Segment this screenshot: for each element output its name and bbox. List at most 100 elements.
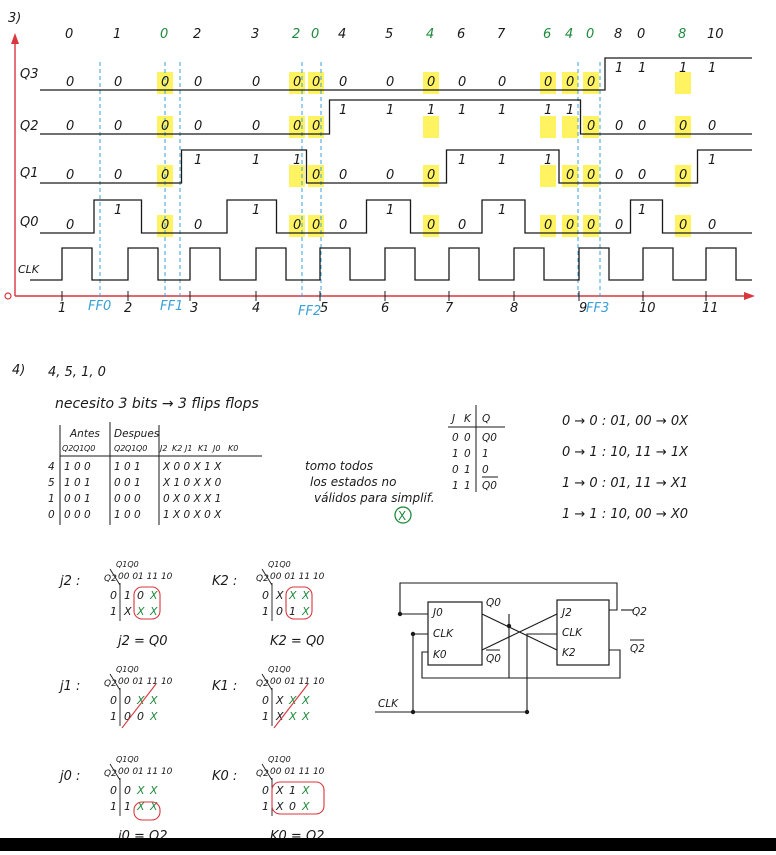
signal-value-q3: 0	[386, 75, 394, 90]
kmap-cell: X	[136, 605, 145, 618]
signal-value-q1: 0	[638, 168, 646, 183]
kmap-result: j2 = Q0	[116, 634, 168, 649]
state-value: 4	[565, 27, 573, 42]
highlight-mark	[675, 215, 691, 237]
signal-value-q1: 0	[679, 168, 687, 183]
table-col-head: K1	[198, 444, 208, 453]
kmap-cell: 1	[124, 589, 131, 602]
table-row-index: 1	[48, 493, 55, 505]
state-value: 8	[614, 27, 622, 42]
kmap-cell: X	[288, 710, 297, 723]
ff-guide-lines	[99, 62, 601, 298]
kmap-row-var: Q2	[256, 574, 269, 584]
signal-value-q3: 0	[293, 75, 301, 90]
signal-label-q0: Q0	[20, 215, 39, 230]
signal-value-q0: 1	[638, 203, 646, 218]
kmap-cell: X	[275, 694, 284, 707]
signal-value-q2: 0	[312, 119, 320, 134]
design-section: 4) 4, 5, 1, 0 necesito 3 bits → 3 flips …	[12, 363, 689, 844]
jk-cell: 0	[452, 464, 459, 476]
kmap-cell: X	[301, 589, 310, 602]
kmap-diagonal	[109, 673, 121, 691]
signal-value-q1: 1	[458, 153, 466, 168]
jk-head: Q	[482, 413, 490, 425]
signal-value-q3: 1	[679, 61, 687, 76]
kmap-result: K2 = Q0	[270, 634, 324, 649]
kmap-name: K1 :	[212, 679, 237, 694]
signal-value-q3: 0	[566, 75, 574, 90]
kmap-axis: Q1Q0	[268, 665, 291, 674]
state-value: 6	[543, 27, 551, 42]
ff2-j: J2	[560, 607, 572, 619]
table-col-head: K0	[228, 444, 238, 453]
transition-line: 0 → 0 : 01, 00 → 0X	[562, 414, 689, 429]
kmap-cell: X	[275, 784, 284, 797]
signal-value-q1: 1	[293, 153, 301, 168]
highlight-mark	[289, 165, 305, 187]
junction-dot	[506, 623, 512, 629]
highlight-mark	[308, 215, 324, 237]
note-line-1: tomo todos	[305, 459, 373, 473]
kmap-cell: 0	[124, 710, 131, 723]
signal-value-q0: 0	[194, 218, 202, 233]
kmap-cell: 0	[110, 784, 117, 797]
table-row-next: 0 0 1	[114, 477, 141, 489]
signal-value-q1: 0	[114, 168, 122, 183]
transition-line: 1 → 1 : 10, 00 → X0	[562, 507, 688, 522]
kmap-cell: X	[149, 589, 158, 602]
highlight-layer	[157, 72, 691, 237]
clock-line	[30, 247, 752, 281]
signal-value-q2: 0	[114, 119, 122, 134]
signal-value-q1: 0	[587, 168, 595, 183]
bottom-edge	[0, 838, 776, 851]
signal-value-q2: 1	[386, 103, 394, 118]
kmap-cell: 1	[289, 605, 296, 618]
highlight-mark	[675, 165, 691, 187]
signal-value-q1: 0	[386, 168, 394, 183]
kmap-cell: 1	[262, 800, 269, 813]
signal-value-q3: 0	[587, 75, 595, 90]
signal-value-q1: 0	[339, 168, 347, 183]
table-col-head: Q2	[62, 444, 73, 453]
ff2-qn: Q2	[630, 643, 645, 655]
jk-cell: 1	[464, 480, 471, 492]
kmap-name: j0 :	[58, 769, 80, 784]
kmap-cell: X	[136, 800, 145, 813]
signal-value-q3: 0	[498, 75, 506, 90]
highlight-mark	[289, 116, 305, 138]
table-col-head: K2	[172, 444, 182, 453]
circuit-clk-label: CLK	[378, 698, 399, 710]
jk-cell: 0	[464, 432, 471, 444]
clock-number: 3	[190, 301, 198, 316]
kmap-axis: Q1Q0	[116, 755, 139, 764]
jk-cell: 0	[482, 464, 489, 476]
highlight-mark	[675, 116, 691, 138]
kmap-cell: X	[301, 800, 310, 813]
note-x-symbol: X	[398, 509, 406, 523]
kmap-row-var: Q2	[256, 679, 269, 689]
kmap-header: 00 01 11 10	[270, 572, 325, 582]
state-value: 0	[311, 27, 319, 42]
state-value: 0	[586, 27, 594, 42]
signal-label-q3: Q3	[20, 67, 39, 82]
signal-value-q0: 0	[66, 218, 74, 233]
table-row-bits: 0 0 0	[64, 509, 91, 521]
kmap-header: 00 01 11 10	[270, 677, 325, 687]
kmap-cell: 0	[137, 589, 144, 602]
kmap-diagonal	[261, 673, 273, 691]
table-head-despues: Despues	[114, 428, 160, 440]
signal-value-q1: 1	[544, 153, 552, 168]
state-value: 3	[251, 27, 259, 42]
junction-dot	[410, 709, 416, 715]
junction-dot	[410, 631, 416, 637]
table-row-jk: X 1 0 X X 0	[162, 477, 222, 489]
signal-value-q2: 0	[293, 119, 301, 134]
highlight-mark	[423, 116, 439, 138]
junction-dot	[524, 709, 530, 715]
kmap-name: j1 :	[58, 679, 80, 694]
table-row-index: 5	[48, 477, 55, 489]
table-row-next: 0 0 0	[114, 493, 141, 505]
kmap-group	[133, 586, 161, 620]
highlight-mark	[562, 165, 578, 187]
